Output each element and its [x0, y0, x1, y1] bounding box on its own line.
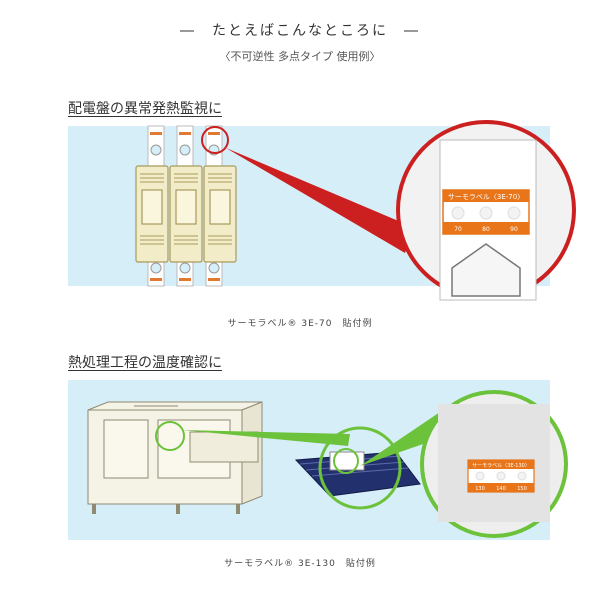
- label-title-3e70: サーモラベル〈3E-70〉: [448, 193, 524, 201]
- temp-140: 140: [496, 486, 506, 492]
- label-title-3e130: サーモラベル〈3E-130〉: [472, 463, 530, 469]
- temp-70: 70: [454, 226, 462, 233]
- page-subtitle: 〈不可逆性 多点タイプ 使用例〉: [219, 50, 381, 63]
- temp-130: 130: [475, 486, 485, 492]
- heat-treatment-illustration: サーモラベル〈3E-130〉 130 140 150: [68, 380, 568, 540]
- switchboard-illustration: サーモラベル〈3E-70〉 70 80 90: [68, 120, 576, 301]
- highlight-circle-furnace: [155, 421, 185, 451]
- temp-150: 150: [517, 486, 527, 492]
- section2-heading: 熱処理工程の温度確認に: [68, 355, 222, 371]
- highlight-circle-small: [201, 126, 229, 154]
- breaker-unit: [135, 165, 237, 263]
- zoom-circle-medium: [318, 426, 402, 510]
- section1-heading: 配電盤の異常発熱監視に: [68, 101, 222, 117]
- section2-caption: サーモラベル® 3E-130 貼付例: [224, 559, 376, 569]
- thermo-label-3e130: サーモラベル〈3E-130〉 130 140 150: [467, 459, 535, 493]
- zoom-pointer-furnace: [182, 430, 350, 446]
- furnace-machine: [87, 401, 263, 505]
- bus-bar-holes: [150, 144, 220, 274]
- section1-caption: サーモラベル® 3E-70 貼付例: [227, 319, 373, 329]
- temp-90: 90: [510, 226, 518, 233]
- thermo-label-3e70: サーモラベル〈3E-70〉 70 80 90: [442, 189, 530, 235]
- temp-80: 80: [482, 226, 490, 233]
- zoom-pointer-conveyor: [360, 412, 446, 466]
- conveyor: [294, 448, 421, 497]
- zoom-pointer: [226, 148, 415, 253]
- page-title: ― たとえばこんなところに ―: [180, 23, 420, 39]
